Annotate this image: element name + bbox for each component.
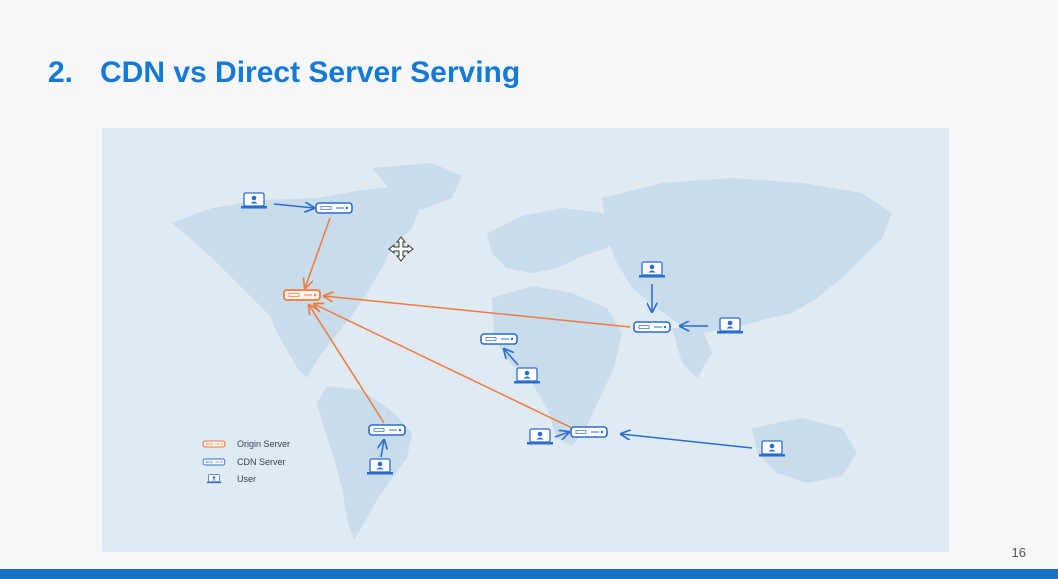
connection-user-australia [621, 434, 753, 449]
user-connections [273, 204, 753, 458]
origin-connections [305, 217, 631, 429]
legend-origin-icon [202, 440, 226, 448]
india-shape [672, 328, 712, 378]
connection-user-africa [504, 349, 519, 366]
user-asia-north [638, 261, 666, 279]
legend-cdn-label: CDN Server [237, 457, 286, 467]
connection-user-south-america [381, 440, 384, 458]
connection-user-na [273, 204, 314, 208]
connection-cdn-south-africa-to-origin [314, 304, 573, 429]
connection-cdn-south-america-to-origin [309, 305, 385, 424]
connection-user-south-africa [554, 432, 569, 437]
user-asia-east [716, 317, 744, 335]
cdn-server-africa-west [480, 333, 518, 345]
africa-shape [492, 286, 622, 446]
user-south-america [366, 458, 394, 476]
legend-cdn-icon [202, 458, 226, 466]
cdn-server-asia [633, 321, 671, 333]
user-australia [758, 440, 786, 458]
user-africa [513, 367, 541, 385]
bottom-accent-bar [0, 569, 1058, 579]
world-map-diagram: Origin Server CDN Server User [102, 128, 949, 552]
page-number: 16 [1011, 545, 1026, 560]
cdn-server-north-america [315, 202, 353, 214]
connection-cdn-asia-to-origin [324, 296, 631, 328]
south-america-shape [317, 386, 412, 540]
australia-shape [752, 418, 857, 483]
origin-server-node [283, 289, 321, 301]
legend: Origin Server CDN Server User [202, 439, 290, 484]
slide-title-text: CDN vs Direct Server Serving [100, 56, 521, 89]
slide-title: 2. CDN vs Direct Server Serving [48, 56, 520, 90]
asia-shape [602, 178, 892, 333]
cdn-server-south-america [368, 424, 406, 436]
user-north-america [240, 192, 268, 210]
europe-shape [487, 208, 622, 273]
user-south-africa [526, 428, 554, 446]
north-america-shape [172, 186, 422, 378]
cdn-server-south-africa [570, 426, 608, 438]
legend-user-icon [206, 474, 222, 484]
move-cursor-icon [388, 236, 414, 262]
diagram-svg: Origin Server CDN Server User [172, 163, 892, 540]
continents [172, 163, 892, 540]
greenland-shape [372, 163, 462, 210]
connection-cdn-na-to-origin [305, 217, 331, 288]
legend-user-label: User [237, 474, 256, 484]
legend-origin-label: Origin Server [237, 439, 290, 449]
slide-number-prefix: 2. [48, 56, 74, 89]
